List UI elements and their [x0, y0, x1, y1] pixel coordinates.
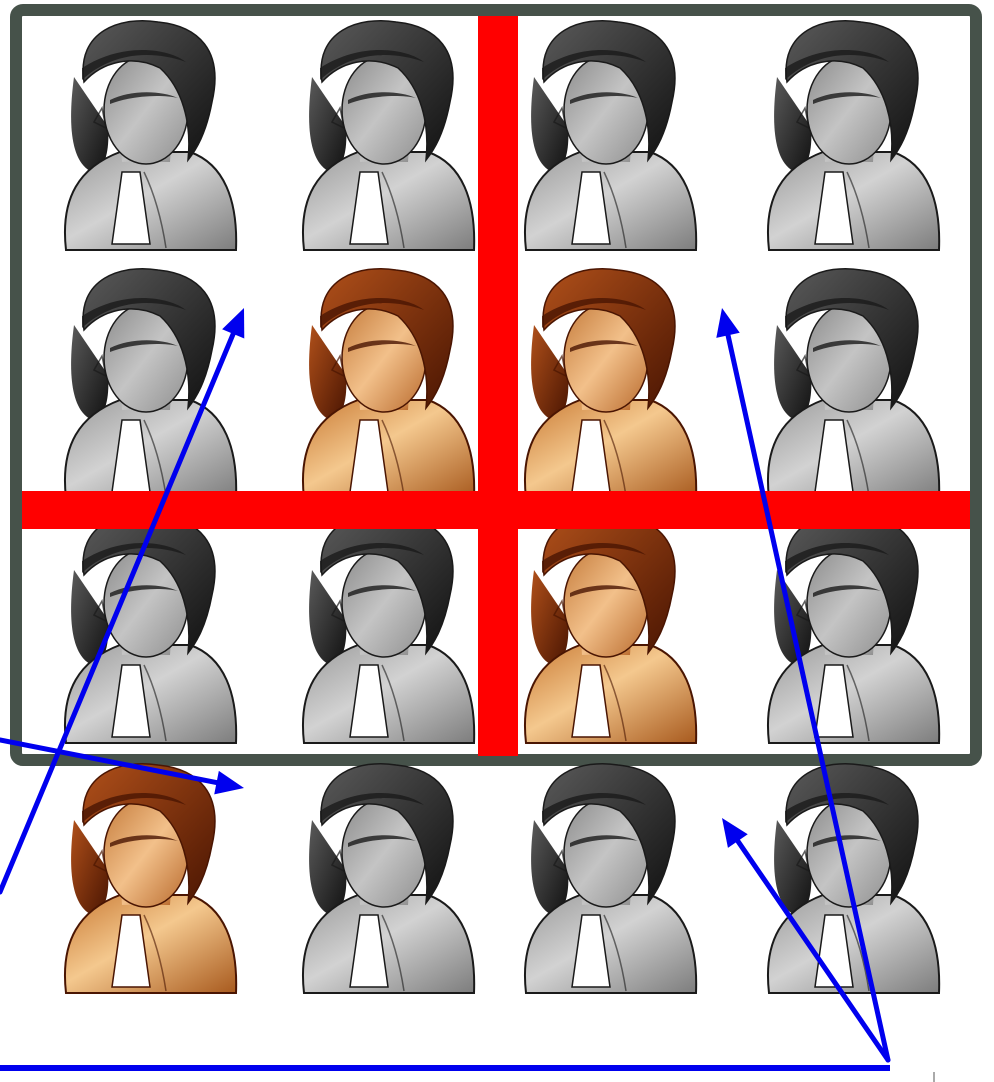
- user-avatar-icon: [65, 764, 236, 993]
- user-avatar-icon: [525, 764, 696, 993]
- vertical-divider: [478, 16, 518, 756]
- user-avatar-icon: [768, 764, 939, 993]
- user-avatar-icon: [303, 764, 474, 993]
